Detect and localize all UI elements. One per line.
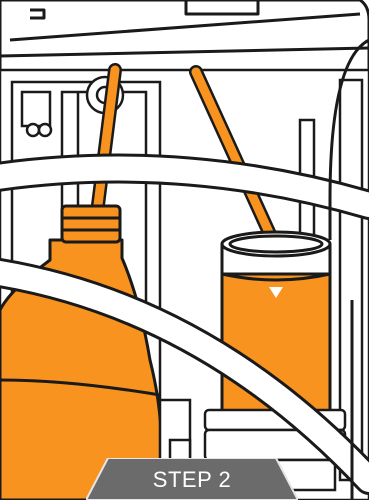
- machine-lid: [0, 0, 369, 80]
- step-badge: STEP 2: [86, 458, 298, 500]
- step-label: STEP 2: [86, 466, 298, 494]
